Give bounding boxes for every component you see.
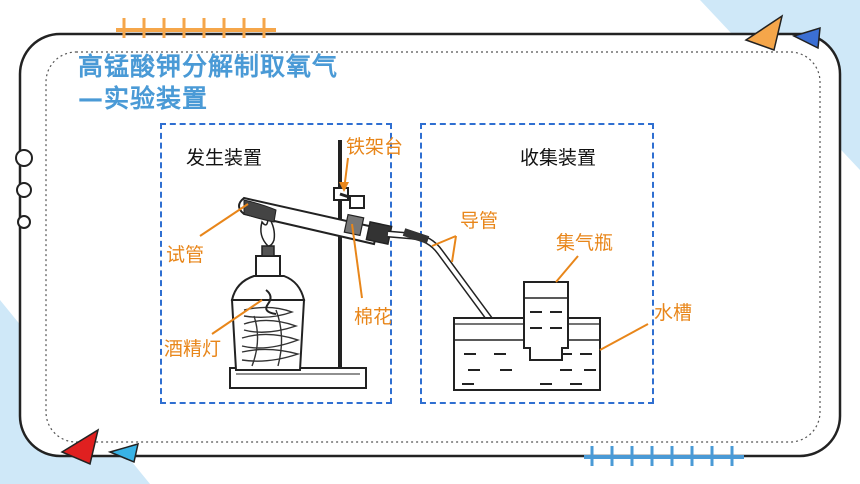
generator-section-box — [160, 123, 392, 404]
page-title: 高锰酸钾分解制取氧气 — [78, 52, 339, 81]
label-gas-bottle: 集气瓶 — [556, 232, 614, 254]
inner-dotted-frame — [45, 51, 821, 443]
orange-triangle-icon — [744, 14, 784, 51]
cyan-triangle-icon — [107, 442, 140, 464]
label-cotton: 棉花 — [354, 306, 393, 328]
label-water-trough: 水槽 — [654, 302, 693, 324]
page-subtitle: —实验装置 — [78, 84, 209, 113]
collector-section-box — [420, 123, 654, 404]
top-ruler-decoration — [116, 18, 276, 38]
generator-section-title: 发生装置 — [186, 147, 263, 169]
label-test-tube: 试管 — [166, 244, 205, 266]
binder-rings — [15, 149, 33, 229]
alcohol-lamp — [230, 213, 306, 371]
blue-triangle-icon — [791, 26, 821, 50]
red-triangle-icon — [60, 428, 100, 466]
label-alcohol-lamp: 酒精灯 — [164, 338, 222, 360]
bottom-ruler-decoration — [584, 446, 744, 466]
gas-collecting-bottle — [523, 281, 569, 361]
label-delivery-tube: 导管 — [460, 210, 499, 232]
label-leader-lines — [199, 157, 649, 351]
label-iron-stand: 铁架台 — [346, 136, 404, 158]
collector-section-title: 收集装置 — [520, 147, 597, 169]
